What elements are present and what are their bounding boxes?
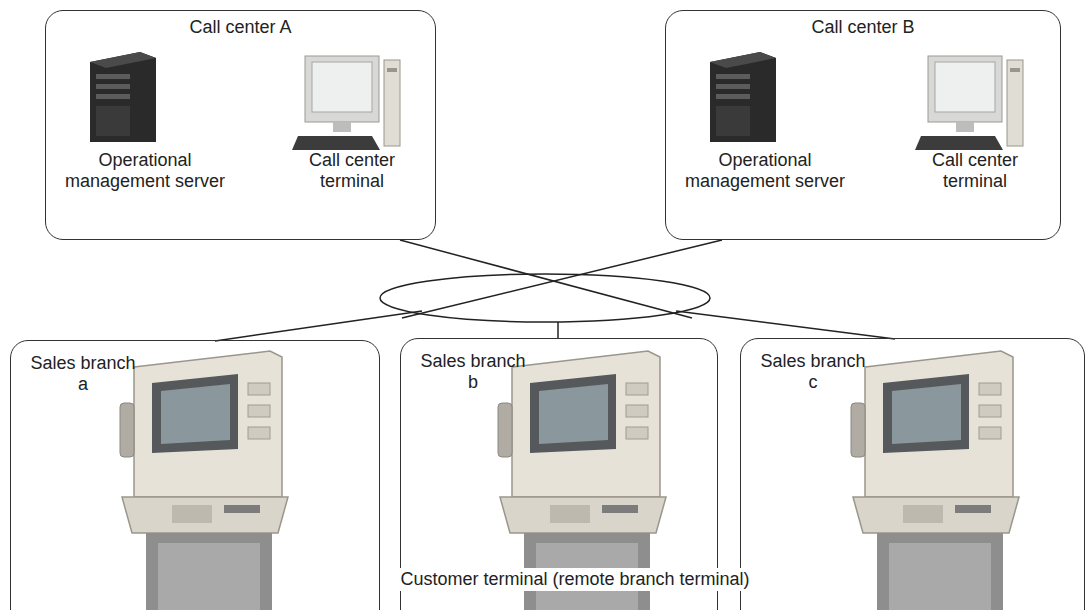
network-line <box>215 311 422 341</box>
box-title: Sales branch b <box>417 351 529 392</box>
box-title: Call center B <box>666 17 1060 38</box>
device-label: Operational management server <box>45 150 245 191</box>
box-title: Call center A <box>46 17 435 38</box>
device-label: Operational management server <box>665 150 865 191</box>
computer-icon <box>292 56 400 150</box>
device-label: Call center terminal <box>282 150 422 191</box>
atm-icon <box>120 351 288 610</box>
atm-icon <box>851 351 1019 610</box>
network-ellipse <box>380 274 710 322</box>
call-center-box: Call center A <box>45 10 436 240</box>
device-label: Call center terminal <box>905 150 1045 191</box>
box-title: Sales branch c <box>757 351 869 392</box>
branch-box: Sales branch c <box>740 338 1085 610</box>
server-icon <box>90 52 156 142</box>
server-icon <box>710 52 776 142</box>
network-line <box>557 322 559 339</box>
branch-box: Sales branch a <box>10 340 380 610</box>
network-line <box>676 311 895 339</box>
box-title: Sales branch a <box>27 353 139 394</box>
network-line <box>400 240 692 318</box>
caption-label: Customer terminal (remote branch termina… <box>394 568 755 591</box>
call-center-box: Call center B <box>665 10 1061 240</box>
network-line <box>402 240 722 318</box>
computer-icon <box>915 56 1023 150</box>
